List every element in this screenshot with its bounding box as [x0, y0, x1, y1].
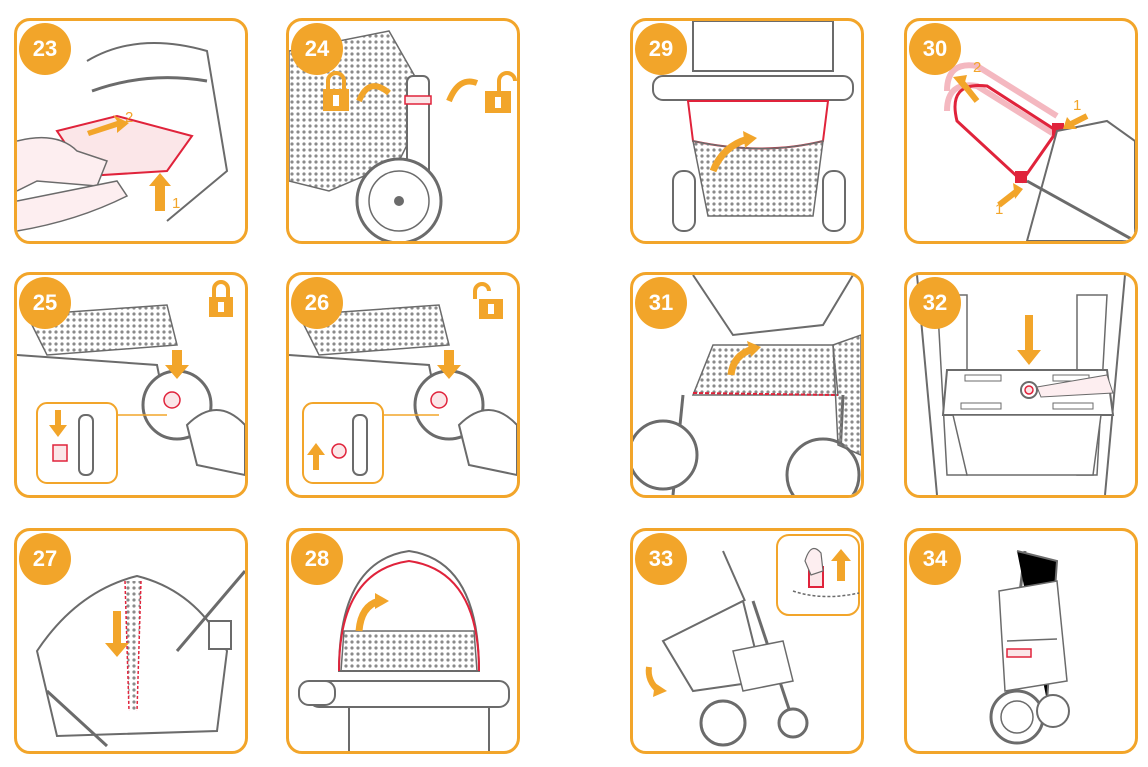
- step-29-illustration: [652, 21, 854, 232]
- step-33-illustration: [645, 534, 860, 747]
- padlock-closed-icon: [209, 280, 233, 317]
- step-number-badge: 26: [291, 277, 343, 329]
- step-28-panel: 28: [286, 528, 520, 754]
- step-31-illustration: [633, 275, 861, 495]
- step-number-badge: 33: [635, 533, 687, 585]
- step-23-panel: 23 2 1: [14, 18, 248, 244]
- step-27-panel: 27: [14, 528, 248, 754]
- step-29-panel: 29: [630, 18, 864, 244]
- padlock-open-icon: [485, 71, 517, 113]
- step-23-illustration: [17, 42, 229, 232]
- step-label-1: 1: [995, 201, 1004, 218]
- step-30-illustration: [944, 62, 1135, 241]
- arrow-2-icon: [87, 115, 129, 136]
- step-32-illustration: [916, 275, 1126, 495]
- step-27-illustration: [35, 570, 245, 748]
- step-34-panel: 34: [904, 528, 1138, 754]
- step-26-panel: 26: [286, 272, 520, 498]
- step-label-2: 2: [973, 59, 982, 76]
- step-number-badge: 32: [909, 277, 961, 329]
- step-number-badge: 34: [909, 533, 961, 585]
- step-number-badge: 23: [19, 23, 71, 75]
- padlock-closed-icon: [323, 71, 349, 111]
- step-number-badge: 24: [291, 23, 343, 75]
- step-number-badge: 25: [19, 277, 71, 329]
- step-number-badge: 28: [291, 533, 343, 585]
- step-number-badge: 29: [635, 23, 687, 75]
- step-31-panel: 31: [630, 272, 864, 498]
- step-33-panel: 33: [630, 528, 864, 754]
- padlock-open-icon: [473, 282, 503, 319]
- step-number-badge: 31: [635, 277, 687, 329]
- step-number-badge: 27: [19, 533, 71, 585]
- arrow-1-icon: [149, 173, 171, 211]
- step-30-panel: 30 2 1 1: [904, 18, 1138, 244]
- step-25-panel: 25: [14, 272, 248, 498]
- step-28-illustration: [298, 549, 510, 751]
- step-32-panel: 32: [904, 272, 1138, 498]
- step-24-panel: 24: [286, 18, 520, 244]
- step-number-badge: 30: [909, 23, 961, 75]
- step-label-2: 2: [125, 109, 134, 126]
- step-34-illustration: [989, 550, 1070, 745]
- step-label-1: 1: [172, 195, 181, 212]
- step-label-1: 1: [1073, 97, 1082, 114]
